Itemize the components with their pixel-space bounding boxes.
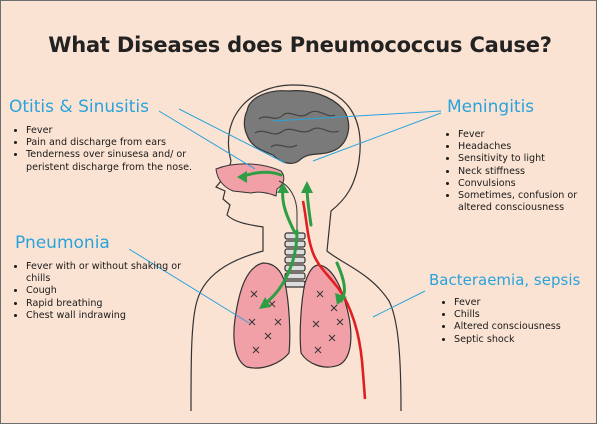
list-item: Rapid breathing — [26, 298, 186, 310]
bacteraemia-heading: Bacteraemia, sepsis — [429, 271, 580, 289]
list-item: Cough — [26, 285, 186, 297]
list-item: Headaches — [458, 141, 597, 153]
pneumonia-symptom-list: Fever with or without shaking or chills … — [13, 261, 186, 322]
pneumonia-heading: Pneumonia — [15, 233, 110, 253]
list-item: Altered consciousness — [454, 321, 597, 333]
list-item: Fever with or without shaking or chills — [26, 261, 186, 285]
list-item: Fever — [458, 129, 597, 141]
list-item: Chest wall indrawing — [26, 310, 186, 322]
page-title: What Diseases does Pneumococcus Cause? — [1, 33, 597, 57]
trachea-rings — [285, 233, 305, 287]
airway — [216, 164, 284, 196]
brain — [244, 91, 348, 164]
meningitis-heading: Meningitis — [447, 97, 534, 117]
list-item: Sensitivity to light — [458, 153, 597, 165]
list-item: Tenderness over sinusesa and/ or periste… — [26, 149, 216, 173]
otitis-symptom-list: Fever Pain and discharge from ears Tende… — [13, 125, 216, 174]
list-item: Fever — [454, 297, 597, 309]
bacteraemia-symptom-list: Fever Chills Altered consciousness Septi… — [441, 297, 597, 346]
list-item: Chills — [454, 309, 597, 321]
list-item: Pain and discharge from ears — [26, 137, 216, 149]
list-item: Septic shock — [454, 334, 597, 346]
list-item: Sometimes, confusion or altered consciou… — [458, 190, 597, 214]
left-lung — [234, 263, 290, 368]
otitis-heading: Otitis & Sinusitis — [9, 97, 149, 117]
meningitis-symptom-list: Fever Headaches Sensitivity to light Nec… — [445, 129, 597, 214]
list-item: Neck stiffness — [458, 166, 597, 178]
list-item: Convulsions — [458, 178, 597, 190]
list-item: Fever — [26, 125, 216, 137]
